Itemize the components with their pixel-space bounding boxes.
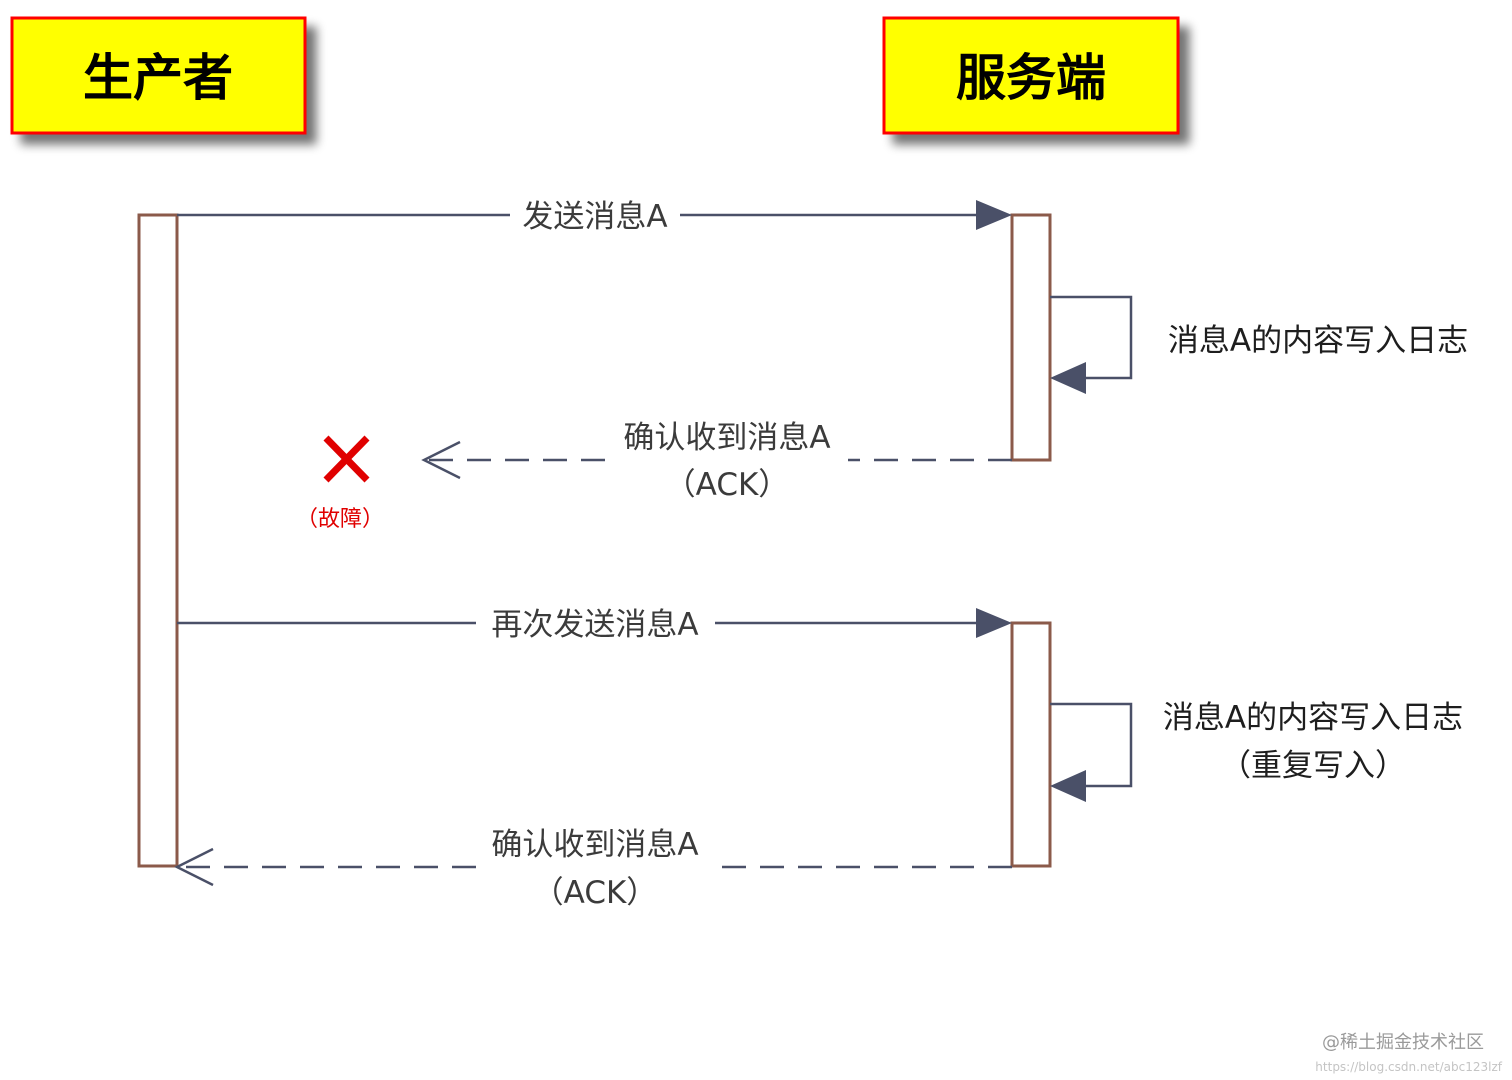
- producer-activation: [137, 213, 179, 868]
- watermark: @稀土掘金技术社区 https://blog.csdn.net/abc123lz…: [1315, 1032, 1502, 1074]
- reply-ack-1-label-line2: （ACK）: [665, 467, 790, 503]
- server-actor-label: 服务端: [956, 49, 1106, 107]
- red-x-icon: [323, 435, 370, 483]
- reply-ack-2-label-line1: 确认收到消息A: [491, 827, 698, 863]
- reply-ack-2-label-line2: （ACK）: [533, 875, 658, 911]
- fault-label: （故障）: [296, 507, 384, 532]
- producer-actor-label: 生产者: [83, 49, 233, 107]
- self-message-write-log-2-line: [1050, 702, 1133, 788]
- watermark-url: https://blog.csdn.net/abc123lzf: [1315, 1060, 1502, 1074]
- producer-actor-box: [10, 16, 307, 135]
- self-message-write-log-1: 消息A的内容写入日志: [1050, 295, 1468, 394]
- reply-ack-1-arrowhead: [421, 440, 461, 480]
- message-resend-a-arrowhead: [976, 608, 1012, 638]
- watermark-text: @稀土掘金技术社区: [1322, 1032, 1484, 1053]
- reply-ack-2-arrowhead: [174, 847, 214, 887]
- reply-ack-1-label-line1: 确认收到消息A: [623, 420, 830, 456]
- message-resend-a: 再次发送消息A: [177, 607, 1012, 643]
- server-activation-1: [1010, 213, 1052, 462]
- server-actor-box: [882, 16, 1180, 135]
- self-message-write-log-2: 消息A的内容写入日志 （重复写入）: [1050, 700, 1463, 802]
- message-resend-a-label: 再次发送消息A: [491, 607, 698, 643]
- self-message-write-log-2-arrowhead: [1050, 770, 1086, 802]
- reply-ack-1: 确认收到消息A （ACK）: [421, 420, 1012, 503]
- producer-actor: 生产者: [10, 16, 307, 135]
- self-message-write-log-1-arrowhead: [1050, 362, 1086, 394]
- note-write-log-2-line2: （重复写入）: [1220, 748, 1406, 784]
- self-message-write-log-1-line: [1050, 295, 1133, 380]
- message-send-a-label: 发送消息A: [522, 199, 667, 235]
- message-send-a-arrowhead: [976, 200, 1012, 230]
- note-write-log-1: 消息A的内容写入日志: [1168, 323, 1468, 359]
- reply-ack-2: 确认收到消息A （ACK）: [174, 827, 1012, 911]
- message-send-a: 发送消息A: [177, 199, 1012, 235]
- note-write-log-2-line1: 消息A的内容写入日志: [1163, 700, 1463, 736]
- server-actor: 服务端: [882, 16, 1180, 135]
- fault-marker: （故障）: [296, 435, 384, 532]
- server-activation-2: [1010, 621, 1052, 868]
